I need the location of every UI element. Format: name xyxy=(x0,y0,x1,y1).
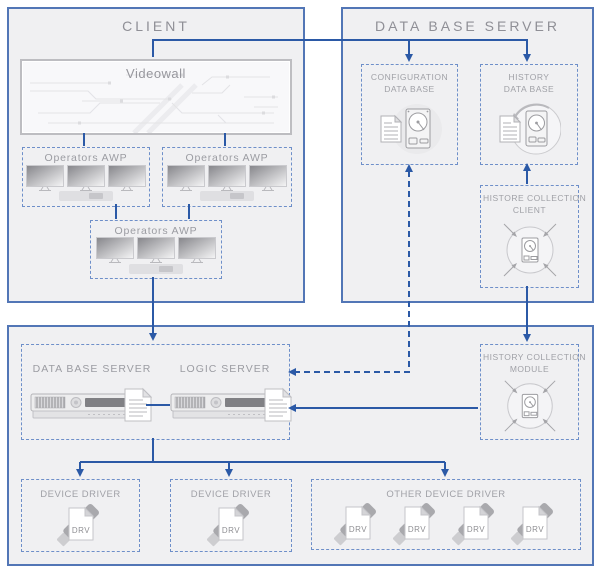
database-disk-icon xyxy=(380,104,442,154)
monitor-row xyxy=(163,165,291,192)
drv-badge: DRV xyxy=(466,525,484,534)
history-collection-module-label: HISTORY COLLECTION MODULE xyxy=(483,351,586,376)
monitor-icon xyxy=(167,165,205,191)
label-line-1: CONFIGURATION xyxy=(370,72,449,82)
database-server-panel: DATA BASE SERVER CONFIGURATION DATA BASE xyxy=(341,7,594,303)
servers-node: DATA BASE SERVER LOGIC SERVER xyxy=(21,344,292,440)
label-line-2: DATA BASE xyxy=(384,84,435,95)
drv-file-icon: DRV xyxy=(207,504,249,547)
monitor-icon xyxy=(249,165,287,191)
configuration-database-label: CONFIGURATION DATA BASE xyxy=(364,71,455,96)
configuration-database-icon-wrap xyxy=(362,101,457,157)
label-line-1: HISTORY COLLECTION xyxy=(483,352,586,362)
drv-file-icon: DRV xyxy=(392,503,435,546)
history-database-label: HISTORY DATA BASE xyxy=(483,71,575,96)
device-driver-2-node: DEVICE DRIVER DRV xyxy=(170,479,292,552)
label-line-1: HISTORY xyxy=(508,72,550,82)
drv-badge: DRV xyxy=(348,525,366,534)
drv-file-icon: DRV xyxy=(451,503,494,546)
histore-collection-client-node: HISTORE COLLECTION CLIENT xyxy=(480,185,587,288)
database-server-label: DATA BASE SERVER xyxy=(32,363,152,375)
device-driver-1-icon-wrap: DRV xyxy=(22,502,139,548)
drv-file-icon: DRV xyxy=(333,503,376,546)
histore-collection-client-label: HISTORE COLLECTION CLIENT xyxy=(483,192,587,217)
console-icon xyxy=(200,191,254,201)
monitor-icon xyxy=(108,165,146,191)
history-database-node: HISTORY DATA BASE xyxy=(480,64,578,165)
other-device-driver-label: OTHER DEVICE DRIVER xyxy=(386,489,506,500)
application-server-panel: DATA BASE SERVER LOGIC SERVER xyxy=(7,325,594,566)
monitor-icon xyxy=(96,237,134,263)
history-collection-module-icon-wrap xyxy=(481,376,578,436)
operators-awp-1: Operators AWP xyxy=(22,147,150,207)
label-line-2: CLIENT xyxy=(512,205,547,216)
device-driver-1-label: DEVICE DRIVER xyxy=(40,489,121,500)
configuration-database-node: CONFIGURATION DATA BASE xyxy=(361,64,458,165)
device-driver-1-node: DEVICE DRIVER DRV xyxy=(21,479,140,552)
drv-badge: DRV xyxy=(222,526,240,535)
client-panel: CLIENT xyxy=(7,7,305,303)
drv-badge: DRV xyxy=(525,525,543,534)
collection-icon xyxy=(503,223,556,277)
drv-badge: DRV xyxy=(407,525,425,534)
device-driver-2-icon-wrap: DRV xyxy=(171,502,291,548)
other-device-driver-icons: DRV DRV DRV DRV xyxy=(312,501,580,547)
histore-collection-client-icon-wrap xyxy=(481,219,578,281)
videowall-label: Videowall xyxy=(126,66,186,81)
operators-awp-3-label: Operators AWP xyxy=(114,225,198,237)
operators-awp-1-label: Operators AWP xyxy=(44,152,128,164)
label-line-2: MODULE xyxy=(509,364,550,375)
operators-awp-2: Operators AWP xyxy=(162,147,292,207)
history-disk-icon xyxy=(499,103,561,155)
monitor-icon xyxy=(178,237,216,263)
monitor-icon xyxy=(208,165,246,191)
operators-awp-2-label: Operators AWP xyxy=(185,152,269,164)
collection-icon xyxy=(503,380,556,432)
logic-server-label: LOGIC SERVER xyxy=(179,363,271,375)
drv-file-icon: DRV xyxy=(510,503,553,546)
database-server-panel-title: DATA BASE SERVER xyxy=(375,18,560,34)
drv-file-icon: DRV xyxy=(56,504,99,547)
operators-awp-3: Operators AWP xyxy=(90,220,222,279)
drv-badge: DRV xyxy=(71,526,89,535)
server-rack-icon xyxy=(30,387,152,422)
monitor-row xyxy=(91,237,221,264)
history-collection-module-node: HISTORY COLLECTION MODULE xyxy=(480,344,586,440)
monitor-icon xyxy=(137,237,175,263)
other-device-driver-node: OTHER DEVICE DRIVER DRV DRV xyxy=(311,479,581,550)
label-line-1: HISTORE COLLECTION xyxy=(483,193,587,203)
label-line-2: DATA BASE xyxy=(503,84,555,95)
videowall-icon xyxy=(30,73,278,133)
monitor-row xyxy=(23,165,149,192)
videowall-node: Videowall xyxy=(20,59,292,135)
monitor-icon xyxy=(26,165,64,191)
server-rack-icon xyxy=(170,387,292,422)
console-icon xyxy=(59,191,113,201)
history-database-icon-wrap xyxy=(481,101,577,157)
console-icon xyxy=(129,264,183,274)
device-driver-2-label: DEVICE DRIVER xyxy=(190,489,272,500)
client-panel-title: CLIENT xyxy=(122,18,190,34)
monitor-icon xyxy=(67,165,105,191)
